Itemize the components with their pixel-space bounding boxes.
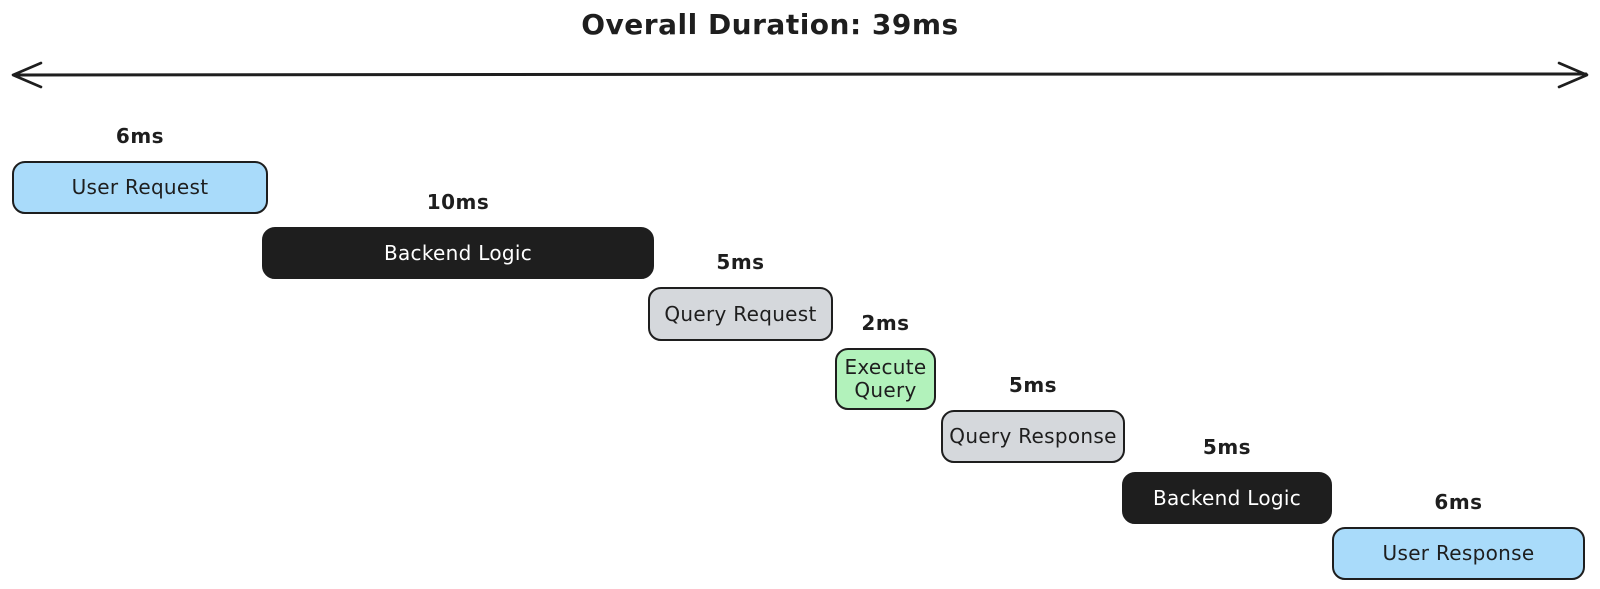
stage-box-query-request: Query Request bbox=[648, 287, 833, 341]
duration-label: 10ms bbox=[426, 190, 490, 214]
stage-box-query-response: Query Response bbox=[941, 410, 1125, 463]
duration-label: 2ms bbox=[861, 311, 910, 335]
stage-backend-logic-2: 5ms Backend Logic bbox=[1122, 435, 1332, 524]
duration-label: 5ms bbox=[716, 250, 765, 274]
stage-backend-logic-1: 10ms Backend Logic bbox=[262, 190, 654, 279]
stage-box-user-request: User Request bbox=[12, 161, 268, 214]
stage-query-request: 5ms Query Request bbox=[648, 250, 833, 341]
stage-user-request: 6ms User Request bbox=[12, 124, 268, 214]
stage-box-backend-logic-2: Backend Logic bbox=[1122, 472, 1332, 524]
stage-box-user-response: User Response bbox=[1332, 527, 1585, 580]
stage-box-execute-query: Execute Query bbox=[835, 348, 936, 410]
timeline-arrow-icon bbox=[11, 61, 1589, 89]
duration-label: 5ms bbox=[1202, 435, 1252, 459]
stage-execute-query: 2ms Execute Query bbox=[835, 311, 936, 410]
stage-user-response: 6ms User Response bbox=[1332, 490, 1585, 580]
duration-label: 6ms bbox=[1434, 490, 1483, 514]
stage-box-backend-logic-1: Backend Logic bbox=[262, 227, 654, 279]
duration-label: 6ms bbox=[115, 124, 165, 148]
stage-query-response: 5ms Query Response bbox=[941, 373, 1125, 463]
duration-label: 5ms bbox=[1008, 373, 1058, 397]
diagram-title: Overall Duration: 39ms bbox=[581, 8, 959, 41]
